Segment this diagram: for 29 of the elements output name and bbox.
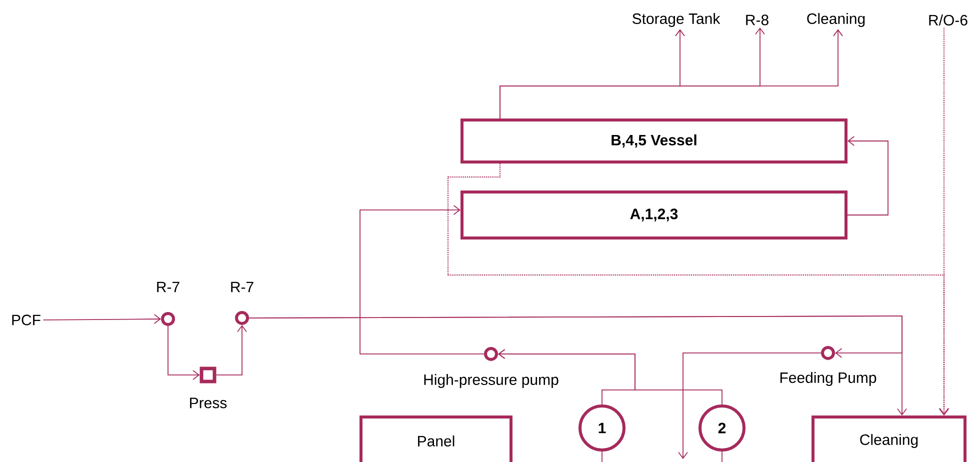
press-square <box>200 366 216 384</box>
unit-box: Panel <box>360 415 512 462</box>
vessel-box: A,1,2,3 <box>460 190 848 240</box>
flow-arrow <box>360 205 484 354</box>
dotted-arrow <box>939 28 949 416</box>
flow-arrow <box>168 326 200 380</box>
text-label: Cleaning <box>807 13 865 27</box>
node-label: Feeding Pump <box>780 372 876 386</box>
node-label: High-pressure pump <box>424 374 558 388</box>
flow-arrow <box>216 324 247 376</box>
node-label: R-7 <box>231 282 254 292</box>
vessel-box: B,4,5 Vessel <box>460 118 848 164</box>
text-label: PCF <box>12 314 40 326</box>
text-label: Storage Tank <box>632 13 720 27</box>
node-label: Press <box>190 398 227 408</box>
flow-arrow <box>42 314 161 324</box>
node-label: R-7 <box>157 282 180 292</box>
pump-circle <box>161 312 175 326</box>
flow-arrow <box>500 29 843 119</box>
pump-circle <box>821 346 835 360</box>
text-label: R/O-6 <box>929 14 968 26</box>
pump-circle <box>235 311 249 325</box>
unit-box: Cleaning <box>812 415 966 462</box>
text-label: R-8 <box>746 14 768 26</box>
flow-arrow <box>847 136 888 216</box>
flow-arrow <box>678 352 822 459</box>
flow-arrow <box>248 316 902 358</box>
flow-arrow <box>498 349 722 405</box>
pump-circle <box>484 346 498 361</box>
